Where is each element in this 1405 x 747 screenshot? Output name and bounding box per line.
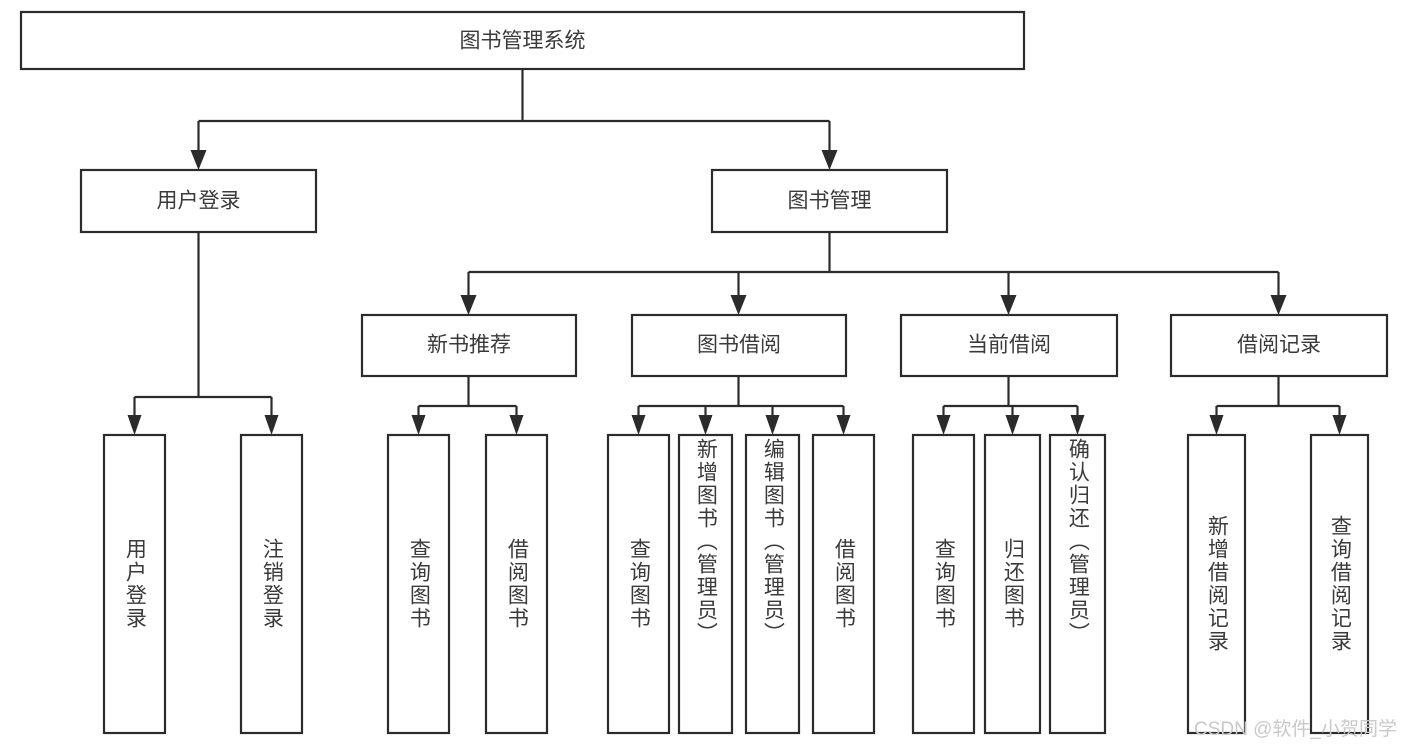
node-root-label: 图书管理系统 (460, 30, 586, 53)
node-user-login-label: 用户登录 (157, 190, 241, 213)
arrowhead-borrow-records (1270, 295, 1287, 315)
arrowhead-leaf-query-borrow-record (1332, 415, 1347, 435)
arrowhead-leaf-add-book (698, 415, 713, 435)
connector-group-book-borrow-to-leaves (631, 376, 851, 435)
node-current-borrow-label: 当前借阅 (967, 334, 1051, 357)
leaf-boxes-group (102, 433, 1370, 735)
node-book-management-label: 图书管理 (788, 190, 872, 213)
connector-group-root-to-level2 (190, 69, 838, 170)
connector-group-user-login-to-leaves (127, 232, 279, 435)
leaf-confirm-return-box[interactable] (1048, 433, 1107, 735)
arrowhead-leaf-borrow-book-1 (509, 415, 524, 435)
connector-group-book-management-to-level3 (460, 232, 1287, 315)
node-book-management[interactable]: 图书管理 (710, 168, 949, 234)
node-root-box[interactable] (19, 10, 1026, 71)
arrowhead-leaf-user-login (127, 415, 142, 435)
node-book-borrow[interactable]: 图书借阅 (630, 313, 848, 378)
arrowhead-book-management (821, 150, 838, 170)
arrowhead-current-borrow (1000, 295, 1017, 315)
arrowhead-leaf-return-book (1005, 415, 1020, 435)
arrowhead-leaf-edit-book (765, 415, 780, 435)
arrowhead-leaf-confirm-return (1070, 415, 1085, 435)
connector-group-new-book-recommend-to-leaves (411, 376, 524, 435)
node-book-management-box[interactable] (710, 168, 949, 234)
arrowhead-leaf-borrow-book-2 (836, 415, 851, 435)
node-user-login-box[interactable] (79, 168, 318, 234)
arrowhead-leaf-add-borrow-record (1209, 415, 1224, 435)
node-current-borrow[interactable]: 当前借阅 (899, 313, 1119, 378)
node-new-book-recommend[interactable]: 新书推荐 (360, 313, 578, 378)
node-new-book-recommend-box[interactable] (360, 313, 578, 378)
arrowhead-book-borrow (730, 295, 747, 315)
leaf-query-book-3-box[interactable] (911, 433, 976, 735)
leaf-user-login-box[interactable] (102, 433, 167, 735)
arrowhead-user-login (190, 150, 207, 170)
node-current-borrow-box[interactable] (899, 313, 1119, 378)
connector-group-current-borrow-to-leaves (936, 376, 1085, 435)
leaf-add-borrow-record-box[interactable] (1186, 433, 1247, 735)
node-borrow-records-box[interactable] (1169, 313, 1389, 378)
leaf-user-logout-box[interactable] (239, 433, 304, 735)
arrowhead-leaf-query-book-3 (936, 415, 951, 435)
leaf-borrow-book-1-box[interactable] (484, 433, 549, 735)
node-borrow-records-label: 借阅记录 (1237, 334, 1321, 357)
leaf-query-borrow-record-box[interactable] (1309, 433, 1370, 735)
leaf-edit-book-box[interactable] (744, 433, 801, 735)
node-book-borrow-box[interactable] (630, 313, 848, 378)
arrowhead-leaf-user-logout (264, 415, 279, 435)
connector-group-borrow-records-to-leaves (1209, 376, 1347, 435)
node-borrow-records[interactable]: 借阅记录 (1169, 313, 1389, 378)
leaf-add-book-box[interactable] (677, 433, 734, 735)
arrowhead-leaf-query-book-2 (631, 415, 646, 435)
node-new-book-recommend-label: 新书推荐 (427, 334, 511, 357)
node-book-borrow-label: 图书借阅 (697, 334, 781, 357)
leaf-query-book-1-box[interactable] (386, 433, 451, 735)
node-user-login[interactable]: 用户登录 (79, 168, 318, 234)
leaf-query-book-2-box[interactable] (606, 433, 671, 735)
arrowhead-leaf-query-book-1 (411, 415, 426, 435)
arrowhead-new-book-recommend (460, 295, 477, 315)
leaf-borrow-book-2-box[interactable] (811, 433, 876, 735)
csdn-watermark: CSDN @软件_小贺同学 (1194, 719, 1397, 740)
leaf-return-book-box[interactable] (983, 433, 1042, 735)
node-root[interactable]: 图书管理系统 (19, 10, 1026, 71)
